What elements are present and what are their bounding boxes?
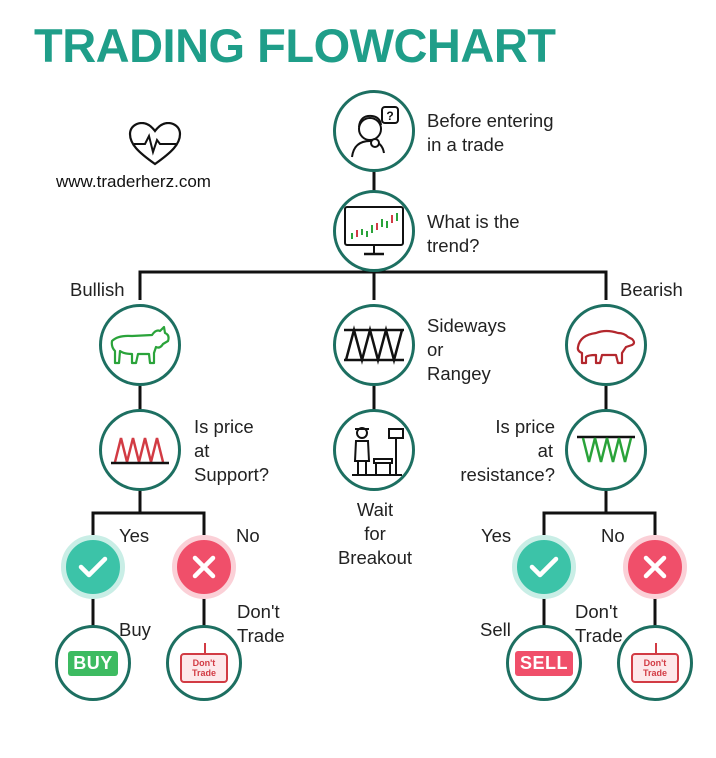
dont-trade-label-right: Don't Trade [575,601,623,646]
support-zigzag-icon [111,437,169,465]
bearish-label: Bearish [620,279,683,300]
trend-chart-monitor-icon [344,206,404,256]
dont-trade-node-left: Don't Trade [166,625,242,701]
trend-node [333,190,415,272]
support-label: Is price at Support? [194,416,270,485]
thinking-person-icon: ? [351,106,399,158]
checkmark-icon [529,556,559,578]
sell-action-label: Sell [480,619,511,640]
yes-check-right [512,535,576,599]
bearish-node [565,304,647,386]
yes-label-right: Yes [481,525,512,546]
range-zigzag-icon [344,325,404,365]
heartbeat-logo-icon [128,121,182,171]
resistance-node [565,409,647,491]
buy-action-label: Buy [119,619,151,640]
start-node: ? [333,90,415,172]
bear-icon [576,329,636,365]
cross-icon [192,555,216,579]
yes-check-left [61,535,125,599]
no-label-left: No [236,525,260,546]
buy-node: BUY [55,625,131,701]
dont-trade-label-left: Don't Trade [237,601,285,646]
yes-label-left: Yes [119,525,150,546]
bullish-node [99,304,181,386]
no-cross-right [623,535,687,599]
dont-trade-sign-icon: Don't Trade [180,643,228,683]
bull-icon [110,325,170,365]
dont-trade-node-right: Don't Trade [617,625,693,701]
website-url: www.traderherz.com [56,172,211,191]
sideways-label: Sideways or Rangey [427,315,507,384]
page-title: TRADING FLOWCHART [34,19,556,72]
buy-badge: BUY [68,650,118,676]
trend-label: What is the trend? [427,211,520,256]
resistance-label: Is price at resistance? [460,416,555,485]
person-waiting-icon [352,427,404,476]
wait-node [333,409,415,491]
no-label-right: No [601,525,625,546]
no-cross-left [172,535,236,599]
bullish-label: Bullish [70,279,125,300]
support-node [99,409,181,491]
cross-icon [643,555,667,579]
sideways-node [333,304,415,386]
sell-node: SELL [506,625,582,701]
sell-badge: SELL [514,650,573,676]
svg-text:?: ? [386,109,393,123]
dont-trade-sign-icon: Don't Trade [631,643,679,683]
checkmark-icon [78,556,108,578]
wait-label: Wait for Breakout [337,499,413,568]
start-label: Before entering in a trade [427,110,554,155]
resistance-zigzag-icon [577,435,635,463]
